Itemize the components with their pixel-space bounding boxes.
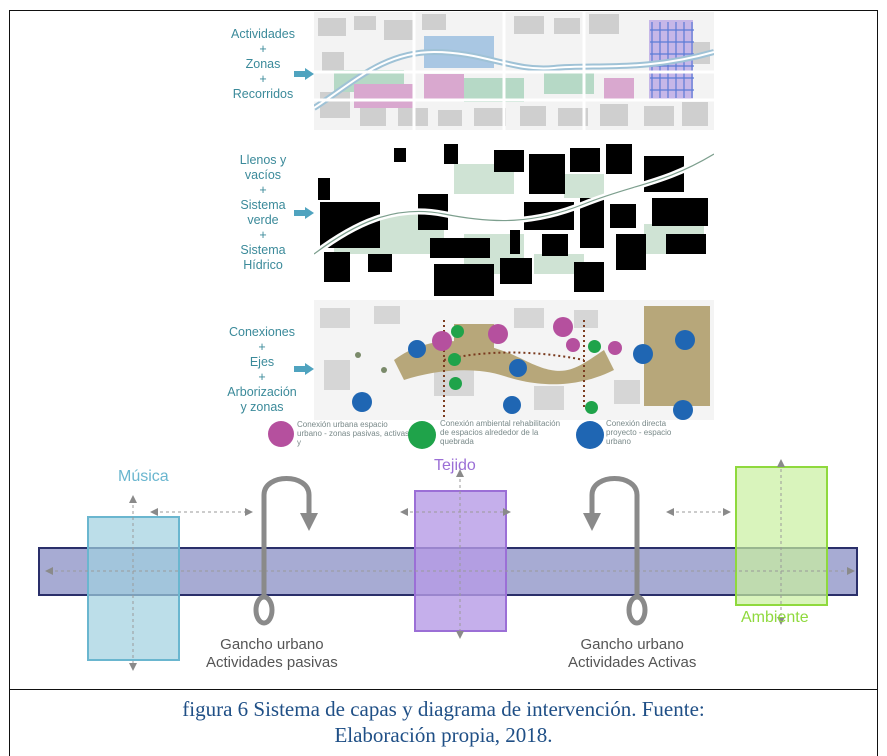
legend-text-blue: Conexión directa proyecto - espacio urba… xyxy=(606,419,672,446)
connection-dot-blue xyxy=(675,330,695,350)
label-tejido: Tejido xyxy=(434,457,476,474)
connection-dot-green xyxy=(448,353,461,366)
hook-icon xyxy=(589,476,648,626)
connection-dot-blue xyxy=(509,359,527,377)
map-activities-zones xyxy=(314,12,714,130)
connection-dot-blue xyxy=(408,340,426,358)
legend-swatch-blue xyxy=(576,421,604,449)
connection-dot-blue xyxy=(352,392,372,412)
block-musica xyxy=(87,516,180,661)
arrow-right-icon xyxy=(294,68,314,80)
hook-icon xyxy=(253,476,312,626)
label-ambiente: Ambiente xyxy=(741,609,809,626)
layer-2-label: Llenos y vacíos + Sistema verde + Sistem… xyxy=(239,153,287,272)
legend-swatch-urban xyxy=(268,421,294,447)
layer-3-label: Conexiones + Ejes + Arborización y zonas xyxy=(227,325,297,414)
label-musica: Música xyxy=(118,468,169,485)
map-figure-ground xyxy=(314,134,714,296)
connection-dot-urban xyxy=(432,331,452,351)
hook-arrowhead-icon xyxy=(583,513,601,531)
label-gancho-pasivas: Gancho urbano Actividades pasivas xyxy=(206,636,338,671)
connection-dot-blue xyxy=(503,396,521,414)
figure-caption: figura 6 Sistema de capas y diagrama de … xyxy=(182,697,705,747)
connection-dot-urban xyxy=(488,324,508,344)
connection-dot-green xyxy=(449,377,462,390)
connection-dot-green xyxy=(451,325,464,338)
legend-text-green: Conexión ambiental rehabilitación de esp… xyxy=(440,419,561,446)
label-gancho-activas: Gancho urbano Actividades Activas xyxy=(568,636,697,671)
connection-dot-blue xyxy=(633,344,653,364)
figure-frame xyxy=(9,10,878,756)
legend-swatch-green xyxy=(408,421,436,449)
connection-dot-green xyxy=(585,401,598,414)
layer-1-label: Actividades + Zonas + Recorridos xyxy=(231,27,295,101)
connection-dot-green xyxy=(588,340,601,353)
connection-dot-urban xyxy=(566,338,580,352)
connection-dot-urban xyxy=(553,317,573,337)
connection-dot-urban xyxy=(608,341,622,355)
arrow-right-icon xyxy=(294,363,314,375)
intervention-diagram xyxy=(38,459,858,671)
hook-arrowhead-icon xyxy=(300,513,318,531)
caption-divider xyxy=(9,689,878,690)
arrow-right-icon xyxy=(294,207,314,219)
connection-dot-blue xyxy=(673,400,693,420)
legend-text-urban: Conexión urbana espacio urbano - zonas p… xyxy=(297,420,410,447)
